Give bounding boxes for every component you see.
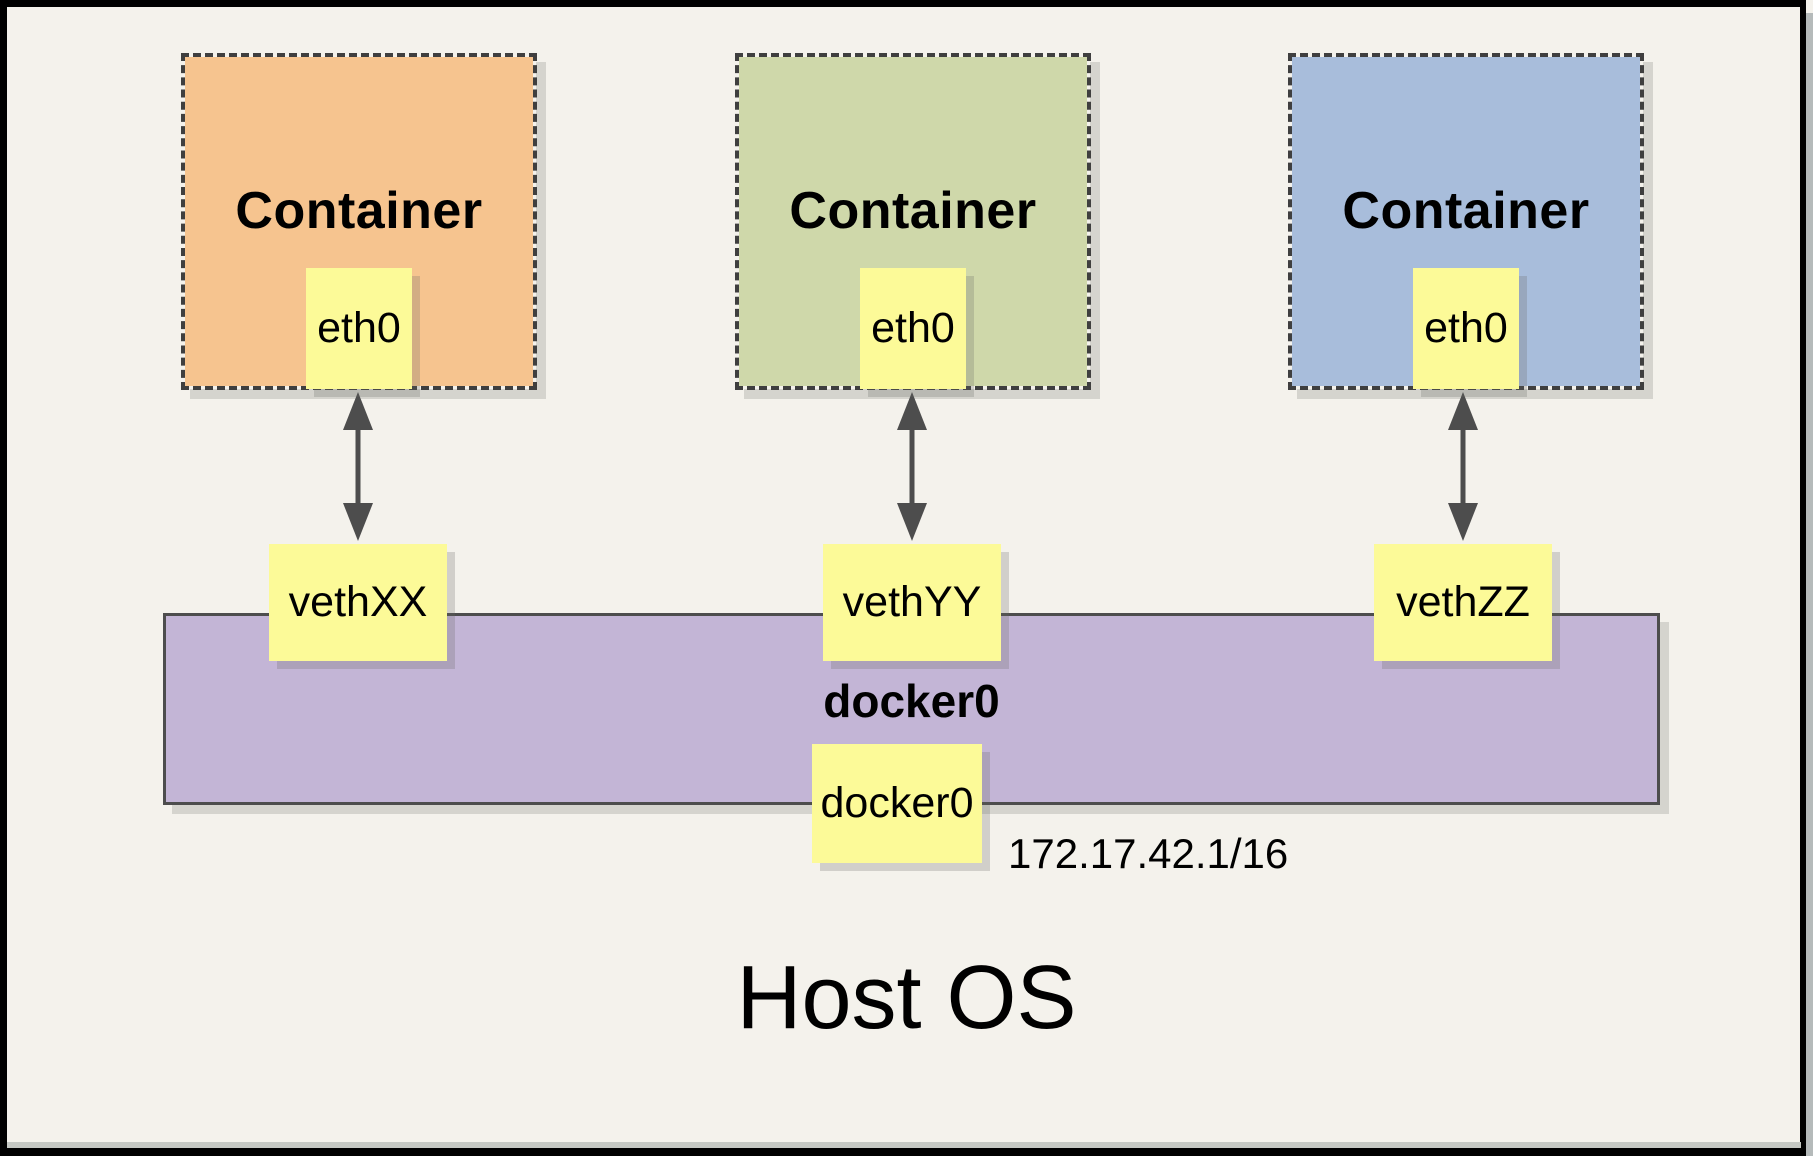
vethyy-port: vethYY (823, 544, 1001, 661)
eth0-veth-arrow-2 (897, 392, 927, 541)
container-3-title: Container (1342, 182, 1590, 240)
eth0-veth-arrow-1 (343, 392, 373, 541)
docker0-interface-port: docker0 (812, 744, 982, 863)
host-os-title: Host OS (736, 948, 1077, 1048)
container-2-title: Container (789, 182, 1037, 240)
frame-shadow-bottom (7, 1142, 1801, 1148)
docker0-bridge-label: docker0 (823, 675, 1000, 727)
container-box-1: Container eth0 (181, 53, 537, 390)
vethxx-port: vethXX (269, 544, 447, 661)
eth0-veth-arrow-3 (1448, 392, 1478, 541)
container-2-eth0-port: eth0 (860, 268, 966, 389)
docker0-ip-address: 172.17.42.1/16 (1008, 830, 1289, 877)
container-1-eth0-port: eth0 (306, 268, 412, 389)
container-box-2: Container eth0 (735, 53, 1091, 390)
container-1-title: Container (235, 182, 483, 240)
frame-shadow-right (1806, 13, 1813, 1156)
container-box-3: Container eth0 (1288, 53, 1644, 390)
vethzz-port: vethZZ (1374, 544, 1552, 661)
container-3-eth0-port: eth0 (1413, 268, 1519, 389)
